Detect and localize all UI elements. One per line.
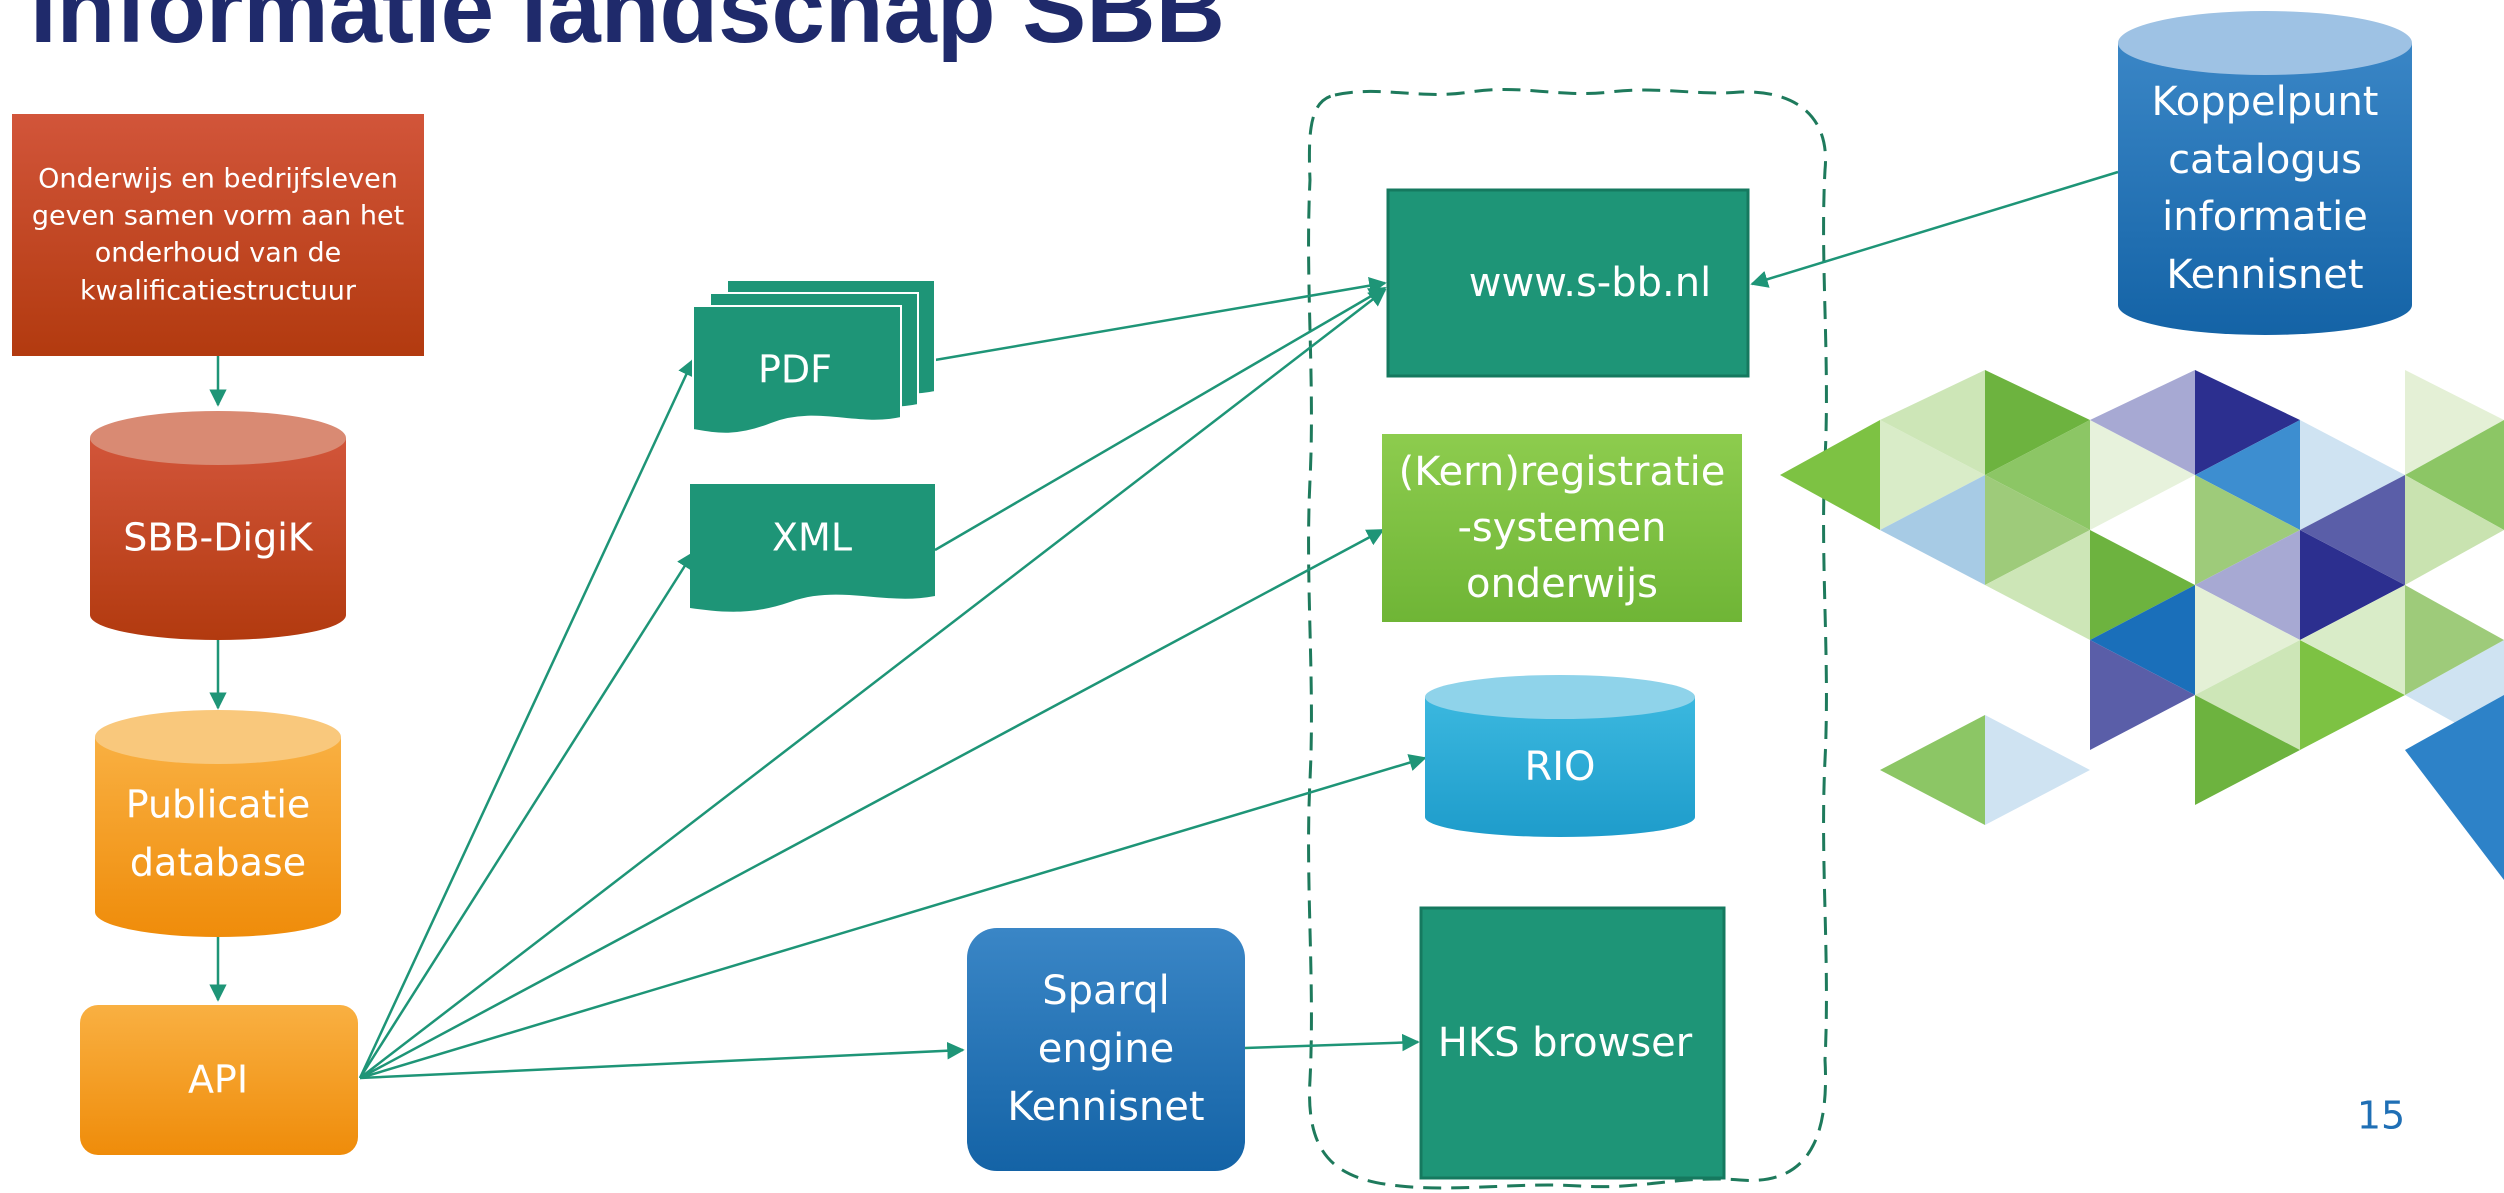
registratie-label-line-3: onderwijs: [1466, 561, 1658, 607]
arrow-api-to-xml: [358, 551, 695, 1079]
rio-database: RIO: [1425, 675, 1695, 837]
hks-browser-label: HKS browser: [1438, 1020, 1693, 1066]
publicatie-database: Publicatie database: [95, 710, 341, 937]
onderwijs-line-1: Onderwijs en bedrijfsleven: [38, 164, 398, 195]
koppelpunt-label-line-3: informatie: [2162, 194, 2368, 240]
sbb-digik-label: SBB-DigiK: [123, 516, 313, 560]
website-box: www.s-bb.nl: [1386, 188, 1750, 378]
koppelpunt-database: Koppelpunt catalogus informatie Kennisne…: [2118, 11, 2412, 335]
onderwijs-line-3: onderhoud van de: [95, 238, 341, 269]
onderwijs-line-2: geven samen vorm aan het: [32, 201, 404, 232]
hks-browser-box: HKS browser: [1419, 906, 1726, 1180]
sparql-engine-box: Sparql engine Kennisnet: [967, 928, 1245, 1171]
publicatie-label-line-1: Publicatie: [126, 783, 311, 827]
koppelpunt-label-line-2: catalogus: [2168, 137, 2362, 183]
sparql-label-line-2: engine: [1038, 1026, 1174, 1072]
connectors: [209, 170, 2119, 1080]
arrow-sparql-to-hks: [1244, 1033, 1420, 1052]
arrow-api-to-pdf: [358, 358, 695, 1079]
registratie-label-line-1: (Kern)registratie: [1399, 449, 1726, 495]
arrow-api-to-rio: [359, 754, 1427, 1080]
pdf-label: PDF: [758, 348, 832, 392]
sparql-label-line-3: Kennisnet: [1007, 1084, 1204, 1130]
arrow-api-to-sparql: [359, 1041, 965, 1080]
xml-document: XML: [690, 484, 935, 612]
decorative-triangle-pattern: [1780, 370, 2504, 880]
page-number: 15: [2357, 1094, 2405, 1138]
arrow-pdf-to-website: [934, 277, 1387, 362]
website-label: www.s-bb.nl: [1469, 260, 1711, 306]
slide-title: Informatie landschap SBB: [30, 0, 1225, 63]
onderwijs-line-4: kwalificatiestructuur: [80, 276, 357, 307]
registratie-label-line-2: -systemen: [1457, 505, 1666, 551]
koppelpunt-label-line-1: Koppelpunt: [2152, 79, 2379, 125]
rio-label: RIO: [1524, 744, 1595, 790]
api-label: API: [188, 1058, 248, 1102]
pdf-document-stack: PDF: [692, 279, 936, 435]
arrow-koppelpunt-to-website: [1750, 170, 2119, 288]
publicatie-label-line-2: database: [130, 841, 306, 885]
target-systems-boundary: [1307, 87, 1828, 1190]
arrow-api-to-registratie: [359, 528, 1385, 1080]
registratie-systemen-box: (Kern)registratie -systemen onderwijs: [1382, 434, 1742, 622]
sbb-digik-database: SBB-DigiK: [90, 411, 346, 640]
xml-label: XML: [772, 516, 852, 560]
api-box: API: [80, 1005, 358, 1155]
onderwijs-bedrijfsleven-box: Onderwijs en bedrijfsleven geven samen v…: [12, 114, 424, 356]
koppelpunt-label-line-4: Kennisnet: [2166, 252, 2363, 298]
arrow-api-to-website: [359, 288, 1387, 1079]
sparql-label-line-1: Sparql: [1042, 968, 1170, 1014]
arrow-xml-to-website: [934, 286, 1387, 552]
